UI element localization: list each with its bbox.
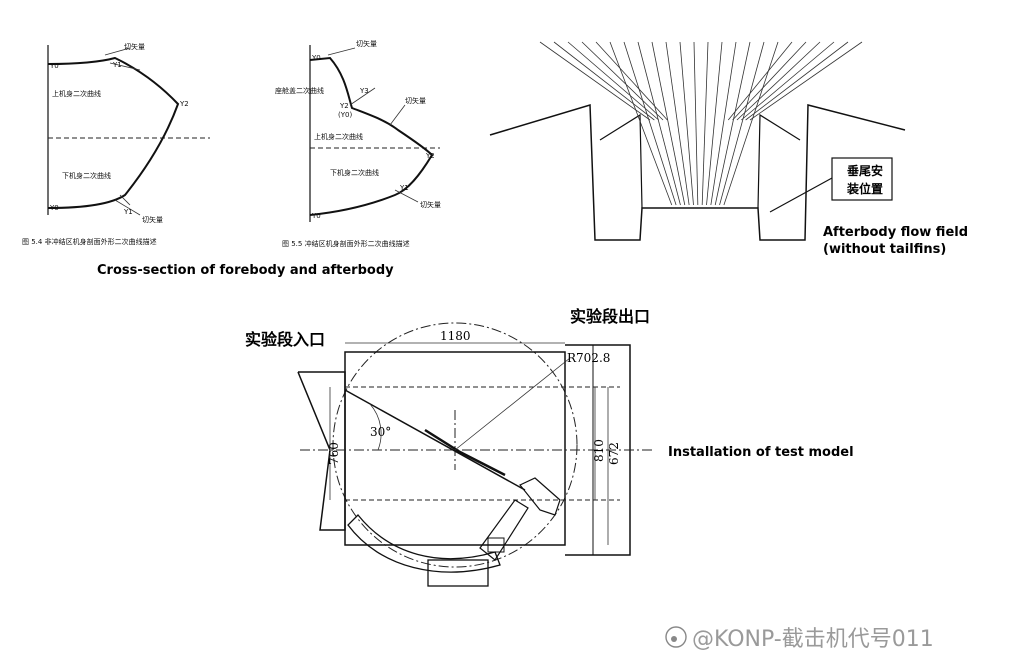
watermark-text: @KONP-截击机代号011 (692, 627, 934, 652)
flow-streamline (637, 41, 681, 206)
flow-streamline (623, 41, 677, 206)
ab-tag-y0-mid: (Y0) (338, 111, 352, 119)
flow-field-drawing: 垂尾安 装位置 (489, 41, 906, 241)
flow-streamline (609, 41, 673, 206)
dim-angle: 30° (370, 425, 391, 439)
fb-note-lower-curve: 下机身二次曲线 (62, 171, 111, 180)
ab-caption: 图 5.5 冲结区机身剖面外形二次曲线描述 (282, 239, 410, 248)
ab-note-canopy-curve: 座舱盖二次曲线 (275, 86, 324, 95)
ab-note-upper-curve: 上机身二次曲线 (314, 132, 363, 141)
flow-streamline (539, 41, 651, 121)
ab-tag-y0-top: Y0 (311, 54, 321, 62)
flow-streamline (710, 41, 737, 206)
flow-streamline (736, 41, 821, 121)
flow-streamline (595, 41, 668, 121)
fb-caption: 图 5.4 非冲结区机身剖面外形二次曲线描述 (22, 237, 157, 246)
label-inlet: 实验段入口 (245, 330, 325, 349)
flow-streamline (581, 41, 664, 121)
flow-streamline (651, 41, 686, 206)
forebody-cross-section: Y0 Y1 Y2 Y1 Y0 切矢量 上机身二次曲线 下机身二次曲线 切矢量 图… (22, 42, 210, 246)
label-flow-field-1: Afterbody flow field (823, 225, 968, 240)
watermark: @KONP-截击机代号011 (665, 626, 934, 652)
fb-note-tangent-top: 切矢量 (124, 42, 145, 51)
flow-streamline (741, 41, 835, 121)
ab-note-tangent-top: 切矢量 (356, 39, 377, 48)
dim-760: 760 (327, 442, 341, 465)
fb-tag-y1-bottom: Y1 (123, 208, 133, 216)
flow-streamline (719, 41, 765, 206)
ab-tag-y1: Y1 (399, 184, 409, 192)
ab-note-tangent-bottom: 切矢量 (420, 200, 441, 209)
ab-note-tangent-mid: 切矢量 (405, 96, 426, 105)
ab-tag-y3: Y3 (359, 87, 369, 95)
ab-tag-y2-upper: Y2 (339, 102, 349, 110)
fb-tag-y0-top: Y0 (49, 62, 59, 70)
flow-streamline (567, 41, 659, 121)
fb-tag-y1-top: Y1 (112, 61, 122, 69)
flow-streamline (553, 41, 655, 121)
flow-streamline (693, 41, 699, 206)
label-installation: Installation of test model (668, 445, 854, 460)
ab-tag-y2: Y2 (425, 152, 435, 160)
flow-streamline (749, 41, 863, 121)
tailfin-box-line2: 装位置 (846, 181, 883, 196)
weibo-icon-eye (671, 636, 677, 642)
dim-810: 810 (592, 439, 606, 462)
dim-1180: 1180 (440, 329, 471, 343)
label-outlet: 实验段出口 (570, 307, 650, 326)
dim-672: 672 (607, 442, 621, 465)
dim-radius: R702.8 (567, 351, 610, 365)
flow-streamline (745, 41, 849, 121)
ab-tag-y0-bottom: Y0 (311, 212, 321, 220)
flow-streamlines (539, 41, 863, 206)
tailfin-box-line1: 垂尾安 (847, 163, 883, 178)
flow-streamline (679, 41, 694, 206)
fb-note-tangent-bottom: 切矢量 (142, 215, 163, 224)
flow-streamline (727, 41, 793, 121)
flow-streamline (701, 41, 709, 206)
fb-tag-y0-bottom: Y0 (49, 204, 59, 212)
ab-note-lower-curve: 下机身二次曲线 (330, 168, 379, 177)
fb-tag-y2: Y2 (179, 100, 189, 108)
tailfin-position-box (831, 157, 893, 201)
flow-streamline (732, 41, 807, 121)
afterbody-cross-section: Y0 Y3 Y2 (Y0) Y2 Y1 Y0 切矢量 座舱盖二次曲线 切矢量 上… (275, 39, 441, 248)
flow-streamline (723, 41, 779, 206)
fb-note-upper-curve: 上机身二次曲线 (52, 89, 101, 98)
label-cross-section: Cross-section of forebody and afterbody (97, 263, 394, 278)
flow-streamline (706, 41, 723, 206)
flow-streamline (714, 41, 751, 206)
label-flow-field-2: (without tailfins) (823, 242, 946, 257)
flow-streamline (665, 41, 690, 206)
weibo-icon (665, 626, 687, 648)
test-section-drawing (297, 322, 655, 587)
